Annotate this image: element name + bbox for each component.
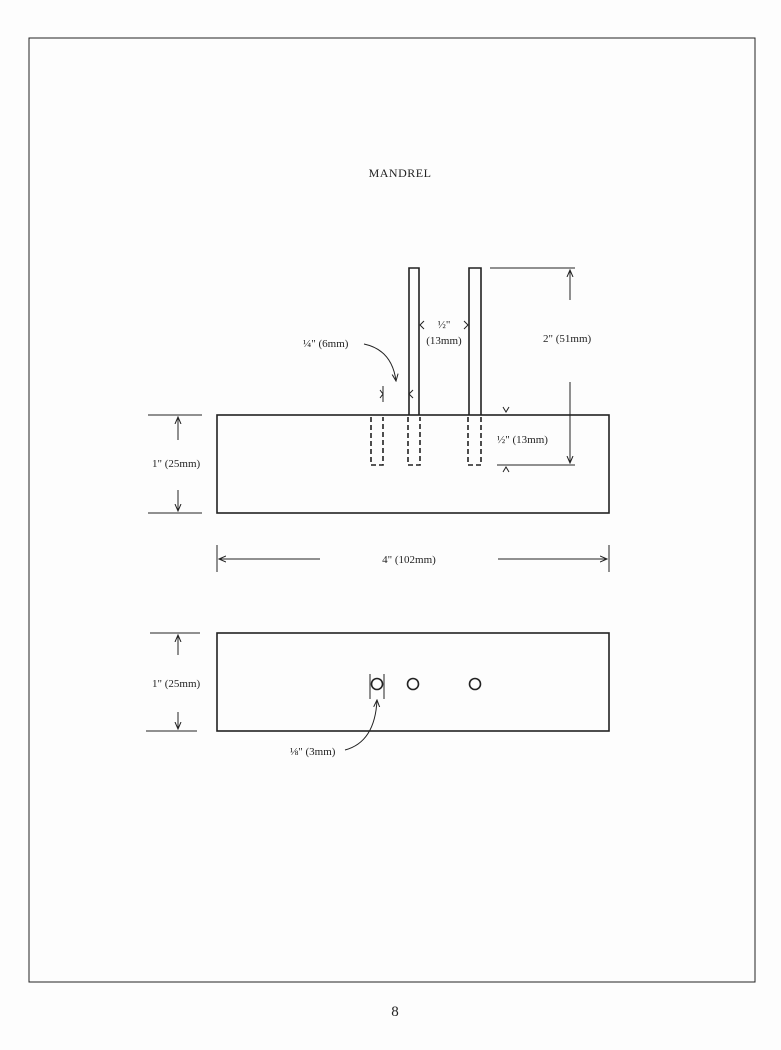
pin-gap-label: ½" (438, 319, 451, 331)
top-view: ⅛" (3mm) 1" (25mm) (146, 632, 610, 758)
hole-2 (406, 677, 420, 691)
block-height-label: 1" (25mm) (152, 458, 201, 470)
pin-height-extension-lines (490, 267, 575, 466)
pin-width-ticks (379, 386, 414, 402)
pin-width-label: ¼" (6mm) (303, 338, 349, 350)
diagram-title: MANDREL (369, 166, 432, 180)
pin-gap-label-mm: (13mm) (426, 335, 462, 347)
side-view: ½" (13mm) ¼" (6mm) 2" (51mm) ½" (13mm) 1… (148, 267, 610, 572)
hole-1 (370, 677, 384, 691)
hole-diameter-label: ⅛" (3mm) (290, 746, 336, 758)
pin-depth-ticks (502, 406, 510, 473)
block-height-extension-lines-2 (146, 632, 200, 732)
page-border (28, 37, 756, 983)
page-number: 8 (391, 1004, 399, 1020)
hole-dashed-1 (370, 417, 384, 466)
pin-gap-ticks (419, 320, 469, 330)
block-length-extension-lines (216, 545, 610, 572)
pin-height-label: 2" (51mm) (543, 333, 592, 345)
block-height-extension-lines (148, 414, 202, 514)
pin-width-arrow (363, 343, 396, 381)
hole-dashed-2 (407, 417, 421, 466)
pin-left (408, 267, 420, 415)
hole-dashed-3 (467, 417, 482, 466)
pin-depth-label: ½" (13mm) (497, 434, 548, 446)
pin-right (468, 267, 482, 415)
hole-diameter-arrow (344, 700, 377, 751)
block-height-label-2: 1" (25mm) (152, 678, 201, 690)
hole-diameter-ticks (369, 674, 385, 699)
hole-3 (468, 677, 482, 691)
block-length-label: 4" (102mm) (382, 554, 436, 566)
block-top (216, 632, 610, 732)
block-side (216, 414, 610, 514)
